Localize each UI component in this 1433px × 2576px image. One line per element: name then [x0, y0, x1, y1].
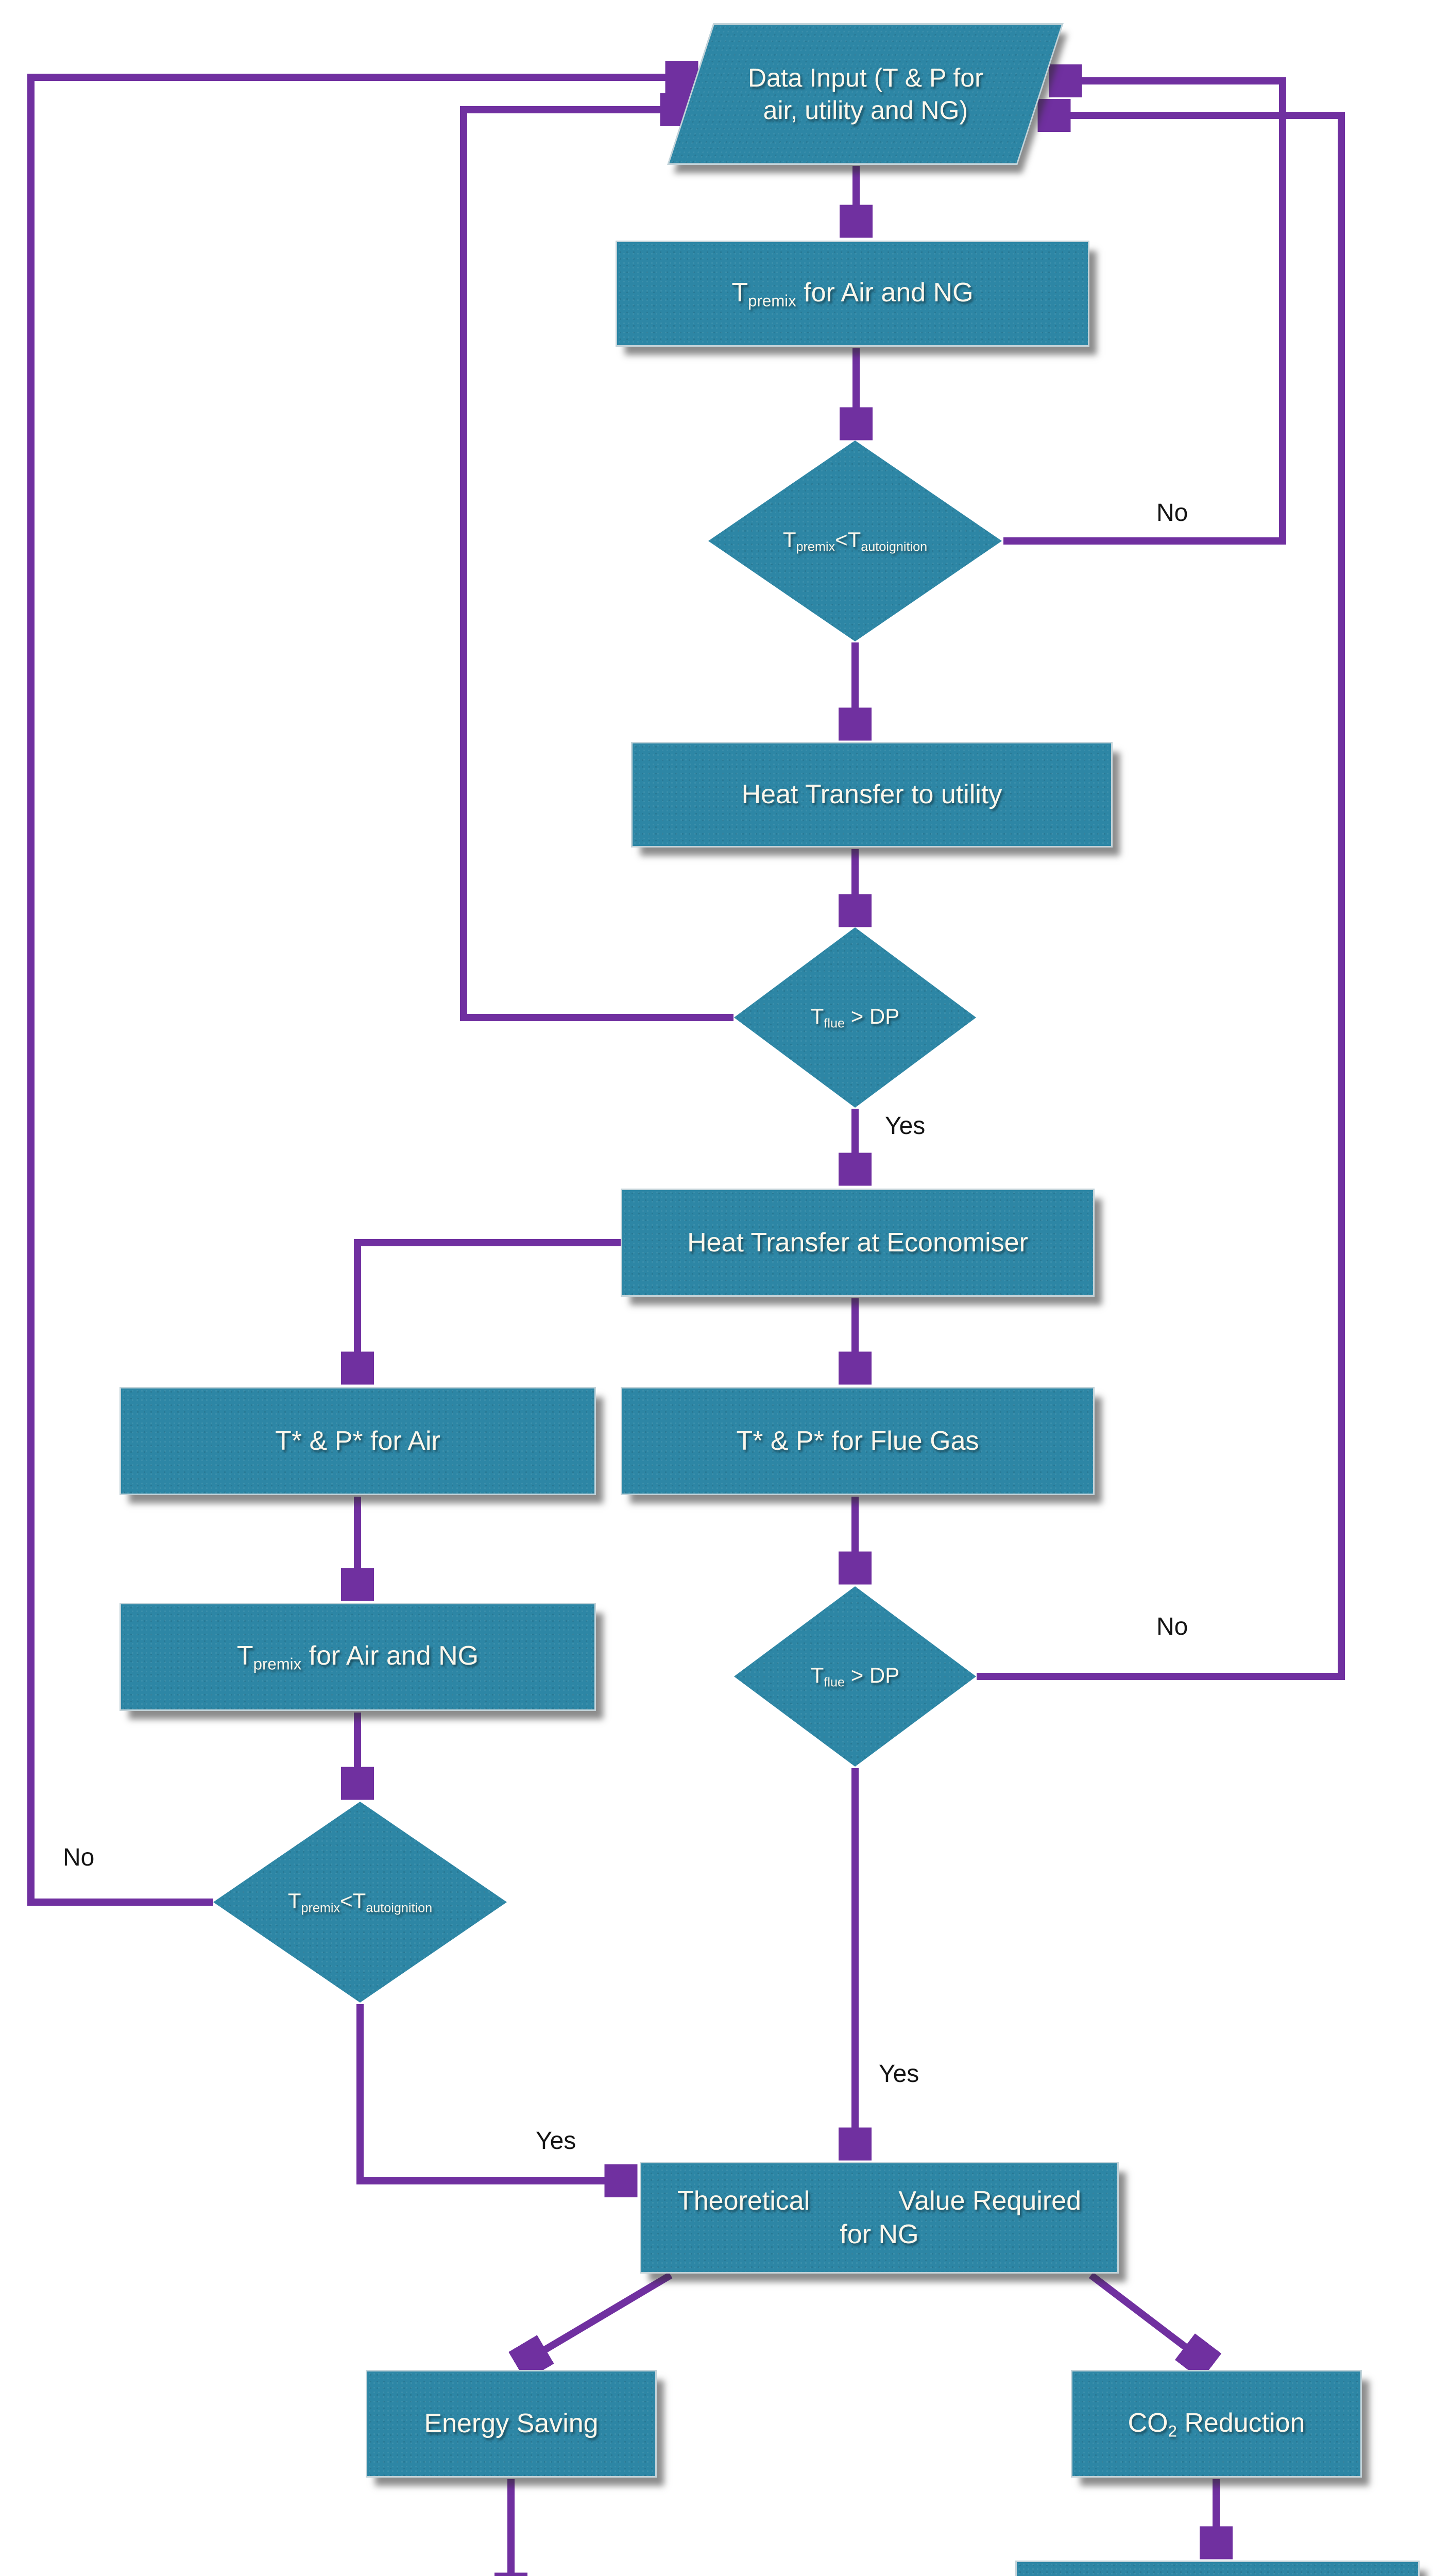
decision-label: Tflue > DP	[811, 1003, 900, 1032]
node-heat-transfer-utility: Heat Transfer to utility	[631, 742, 1113, 848]
node-label: Energy Saving	[424, 2409, 599, 2438]
label-yes-d3: Yes	[879, 2060, 919, 2088]
edge-d2-loop	[460, 110, 733, 1021]
node-label: Tpremix for Air and NG	[731, 276, 973, 311]
node-label-part: T	[287, 1888, 301, 1913]
node-data-input: Data Input (T & P for air, utility and N…	[667, 23, 1064, 165]
subscript-premix: premix	[796, 539, 835, 554]
edge-theory-energy	[521, 2272, 673, 2364]
label-no-d1: No	[1156, 499, 1188, 527]
node-label: Tpremix for Air and NG	[237, 1639, 479, 1674]
subscript-premix: premix	[253, 1655, 302, 1673]
subscript-autoignition: autoignition	[366, 1901, 433, 1916]
decision-label: Tflue > DP	[811, 1662, 900, 1691]
label-no-d4: No	[63, 1844, 95, 1871]
edge-d3-no-loop	[977, 115, 1345, 1680]
edge-d1-no-loop	[1003, 81, 1286, 545]
node-t-p-for-flue-gas: T* & P* for Flue Gas	[621, 1387, 1095, 1495]
node-label-part: T	[810, 1004, 824, 1028]
less-than-sign: <	[340, 1888, 353, 1913]
subscript-premix: premix	[748, 292, 796, 310]
node-tpremix-air-ng-main: Tpremix for Air and NG	[616, 241, 1089, 347]
node-energy-saving: Energy Saving	[366, 2370, 657, 2478]
edge-d4-yes-theory	[356, 2004, 633, 2181]
node-label-part: T	[731, 278, 748, 308]
subscript-2: 2	[1168, 2422, 1177, 2441]
node-co2-reduction: CO2 Reduction	[1071, 2370, 1362, 2478]
node-label: Heat Transfer at Economiser	[687, 1227, 1028, 1258]
node-label-part: T	[810, 1663, 824, 1687]
node-label-part: Value Required	[898, 2185, 1081, 2216]
less-than-sign: <	[835, 527, 848, 552]
node-label-part: CO	[1128, 2408, 1168, 2438]
subscript-flue: flue	[824, 1016, 845, 1031]
node-label-part: Theoretical	[677, 2185, 810, 2216]
node-label: CO2 Reduction	[1128, 2406, 1305, 2441]
node-label: T* & P* for Air	[275, 1426, 440, 1456]
node-tpremix-air-ng-left: Tpremix for Air and NG	[120, 1603, 596, 1711]
node-label-part: > DP	[845, 1663, 900, 1687]
label-yes-d2: Yes	[885, 1112, 926, 1140]
node-label: Data Input (T & P for air, utility and N…	[748, 62, 983, 126]
node-label: Heat Transfer to utility	[741, 779, 1002, 809]
node-label-part: > DP	[845, 1004, 900, 1028]
node-label-part: for Air and NG	[301, 1641, 479, 1671]
node-label-line: for NG	[840, 2219, 919, 2249]
label-no-d3: No	[1156, 1613, 1188, 1640]
node-t-p-for-air: T* & P* for Air	[120, 1387, 596, 1495]
label-yes-d4: Yes	[536, 2127, 576, 2155]
decision-label: Tpremix<Tautoignition	[783, 527, 927, 555]
edge-d4-no-loop	[27, 77, 693, 1906]
node-label-line: Data Input (T & P for	[747, 63, 983, 92]
subscript-premix: premix	[301, 1901, 340, 1916]
node-label-part: T	[352, 1888, 366, 1913]
node-label-part: T	[782, 527, 796, 552]
edge-hte-tpair	[357, 1239, 621, 1380]
node-label-line: Theoretical Value Required	[641, 2184, 1117, 2218]
node-label-line: air, utility and NG)	[763, 95, 968, 125]
node-label-part: T	[847, 527, 861, 552]
subscript-autoignition: autoignition	[861, 539, 928, 554]
node-label: T* & P* for Flue Gas	[736, 1426, 979, 1456]
node-label-part: for Air and NG	[796, 278, 974, 308]
node-heat-transfer-economiser: Heat Transfer at Economiser	[621, 1189, 1095, 1297]
node-theoretical-ng-value: Theoretical Value Required for NG	[640, 2162, 1119, 2274]
decision-label: Tpremix<Tautoignition	[288, 1888, 432, 1917]
edge-theory-co2	[1088, 2272, 1207, 2364]
node-label-part: T	[236, 1641, 253, 1671]
node-label-part: Reduction	[1176, 2408, 1305, 2438]
node-plume-rise-calculation: Plume Rise Calculation	[1015, 2561, 1420, 2576]
subscript-flue: flue	[824, 1675, 845, 1690]
